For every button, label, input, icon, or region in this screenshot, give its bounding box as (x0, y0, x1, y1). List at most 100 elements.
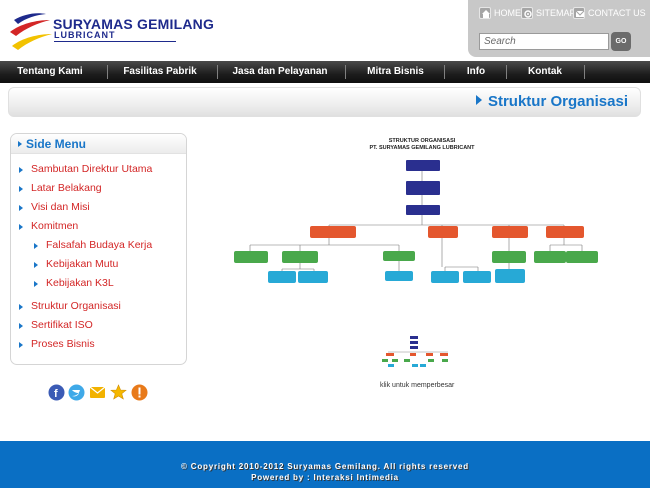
org-box-staff (495, 269, 525, 283)
nav-separator (584, 65, 585, 79)
twitter-icon[interactable] (68, 384, 85, 401)
brand-swoosh-icon (10, 13, 52, 50)
org-chart-staff-boxes (268, 269, 525, 283)
org-box-manager (492, 251, 526, 263)
side-menu-item-kebijakan-k3l[interactable]: Kebijakan K3L (34, 277, 114, 289)
brand-subtitle: LUBRICANT (54, 30, 116, 40)
nav-kontak[interactable]: Kontak (528, 66, 562, 77)
arrow-right-icon (34, 262, 38, 268)
side-menu-item-label: Kebijakan Mutu (46, 258, 119, 270)
page-title-bar: Struktur Organisasi (8, 87, 641, 117)
nav-separator (506, 65, 507, 79)
brand-logo[interactable]: SURYAMAS GEMILANG LUBRICANT (8, 6, 214, 54)
nav-jasa-dan-pelayanan[interactable]: Jasa dan Pelayanan (232, 66, 328, 77)
side-menu-item-komitmen[interactable]: Komitmen (19, 220, 79, 232)
side-menu-item-label: Sertifikat ISO (31, 319, 93, 331)
chevron-right-icon (475, 95, 482, 105)
nav-separator (345, 65, 346, 79)
side-menu-item-struktur-organisasi[interactable]: Struktur Organisasi (19, 300, 121, 312)
svg-text:f: f (54, 388, 58, 400)
org-box-general-manager (406, 205, 440, 215)
alert-icon[interactable] (131, 384, 148, 401)
chevron-right-icon (18, 141, 22, 147)
page-title-wrap: Struktur Organisasi (475, 93, 628, 110)
side-menu-item-label: Struktur Organisasi (31, 300, 121, 312)
facebook-icon[interactable]: f (48, 384, 65, 401)
top-utility-panel: HOME SITEMAP CONTACT US GO (468, 0, 650, 57)
side-menu-item-sertifikat-iso[interactable]: Sertifikat ISO (19, 319, 93, 331)
email-icon[interactable] (89, 384, 106, 401)
nav-tentang-kami[interactable]: Tentang Kami (17, 66, 83, 77)
search-go-button[interactable]: GO (611, 32, 631, 51)
org-box-division (428, 226, 458, 238)
arrow-right-icon (19, 186, 23, 192)
org-box-operational-director (406, 181, 440, 195)
sitemap-icon (521, 7, 533, 19)
sitemap-link[interactable]: SITEMAP (521, 7, 576, 21)
footer-powered-by[interactable]: Powered by : Interaksi Intimedia (251, 473, 399, 482)
search-input[interactable] (479, 33, 609, 50)
side-menu-item-falsafah[interactable]: Falsafah Budaya Kerja (34, 239, 153, 251)
page-title: Struktur Organisasi (487, 93, 628, 110)
side-menu-item-sambutan[interactable]: Sambutan Direktur Utama (19, 163, 153, 175)
org-box-staff (268, 271, 296, 283)
arrow-right-icon (34, 281, 38, 287)
org-box-staff (463, 271, 491, 283)
org-box-manager (534, 251, 566, 263)
org-box-board-of-director (406, 160, 440, 171)
org-chart-thumbnail[interactable] (380, 334, 460, 368)
org-box-manager (566, 251, 598, 263)
side-menu-item-kebijakan-mutu[interactable]: Kebijakan Mutu (34, 258, 119, 270)
org-box-division (310, 226, 356, 238)
nav-fasilitas-pabrik[interactable]: Fasilitas Pabrik (123, 66, 197, 77)
arrow-right-icon (19, 323, 23, 329)
arrow-right-icon (19, 167, 23, 173)
arrow-right-icon (19, 205, 23, 211)
org-chart-diagram[interactable]: STRUKTUR ORGANISASI PT. SURYAMAS GEMILAN… (232, 133, 612, 288)
contact-us-link-label: CONTACT US (588, 8, 646, 18)
side-menu-item-visi-misi[interactable]: Visi dan Misi (19, 201, 90, 213)
org-chart-manager-boxes (234, 251, 598, 263)
side-menu-item-label: Visi dan Misi (31, 201, 90, 213)
footer-copyright: © Copyright 2010-2012 Suryamas Gemilang.… (181, 462, 469, 471)
side-menu-item-label: Sambutan Direktur Utama (31, 163, 153, 175)
org-chart-subtitle: PT. SURYAMAS GEMILANG LUBRICANT (369, 145, 475, 151)
bookmark-star-icon[interactable] (110, 384, 127, 401)
arrow-right-icon (19, 342, 23, 348)
arrow-right-icon (34, 243, 38, 249)
contact-icon (573, 7, 585, 19)
side-menu-item-label: Kebijakan K3L (46, 277, 114, 289)
org-box-manager (282, 251, 318, 263)
nav-mitra-bisnis[interactable]: Mitra Bisnis (367, 66, 424, 77)
org-box-division (546, 226, 584, 238)
side-menu-title: Side Menu (26, 137, 87, 151)
arrow-right-icon (19, 304, 23, 310)
nav-separator (217, 65, 218, 79)
contact-us-link[interactable]: CONTACT US (573, 7, 646, 21)
brand-name: SURYAMAS GEMILANG (53, 16, 215, 32)
home-icon (479, 7, 491, 19)
org-box-manager (234, 251, 268, 263)
side-menu-item-label: Falsafah Budaya Kerja (46, 239, 153, 251)
main-navigation: Tentang Kami Fasilitas Pabrik Jasa dan P… (0, 61, 650, 83)
org-chart-division-boxes (310, 226, 584, 238)
side-menu-item-latar-belakang[interactable]: Latar Belakang (19, 182, 102, 194)
side-menu-header: Side Menu (11, 134, 186, 154)
org-chart-top-boxes (406, 160, 440, 215)
nav-separator (107, 65, 108, 79)
brand-underline (54, 41, 176, 42)
side-menu-item-label: Latar Belakang (31, 182, 102, 194)
org-chart-connectors (249, 171, 583, 271)
enlarge-link[interactable]: klik untuk memperbesar (380, 382, 455, 389)
arrow-right-icon (19, 224, 23, 230)
org-box-division (492, 226, 528, 238)
home-link-label: HOME (494, 8, 521, 18)
nav-separator (444, 65, 445, 79)
home-link[interactable]: HOME (479, 7, 521, 21)
side-menu-item-label: Komitmen (31, 220, 79, 232)
side-menu-item-label: Proses Bisnis (31, 338, 95, 350)
side-menu-item-proses-bisnis[interactable]: Proses Bisnis (19, 338, 95, 350)
nav-info[interactable]: Info (466, 66, 486, 77)
side-menu: Side Menu Sambutan Direktur Utama Latar … (10, 133, 187, 365)
